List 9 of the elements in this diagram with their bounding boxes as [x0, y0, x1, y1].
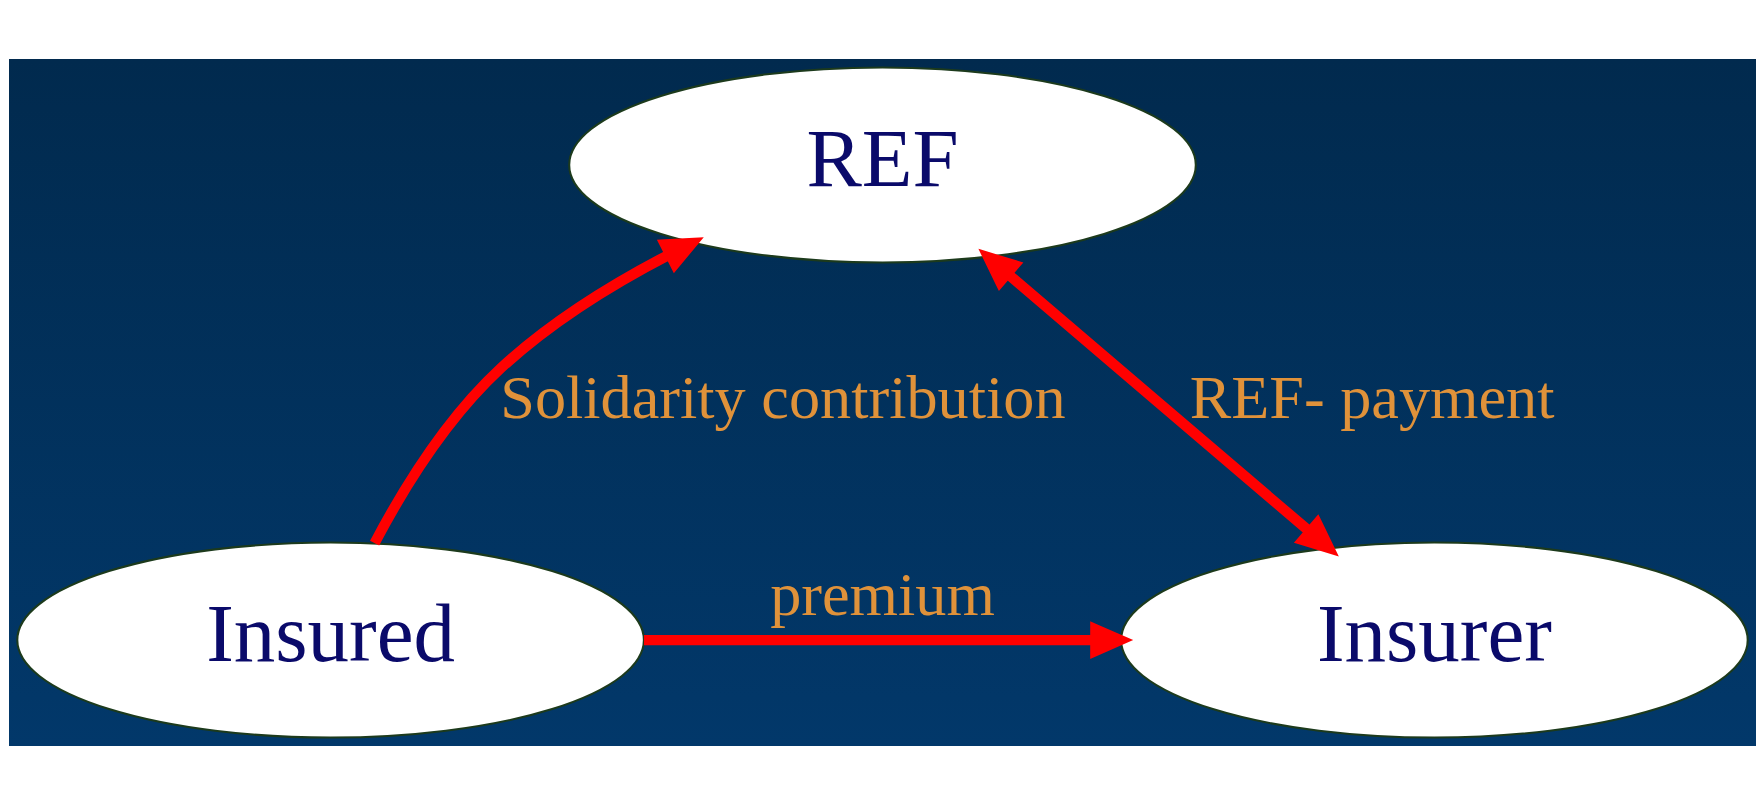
- edge-label: Solidarity contribution: [499, 362, 1066, 431]
- edge-label: premium: [769, 559, 995, 628]
- node-ellipse: Insured: [15, 541, 645, 739]
- node-ellipse: Insurer: [1119, 541, 1749, 739]
- arrow: [643, 620, 1133, 659]
- arrow: [369, 236, 704, 546]
- node-ellipse: REF: [567, 65, 1197, 263]
- edge-label: REF- payment: [1189, 362, 1555, 431]
- arrow: [977, 248, 1339, 556]
